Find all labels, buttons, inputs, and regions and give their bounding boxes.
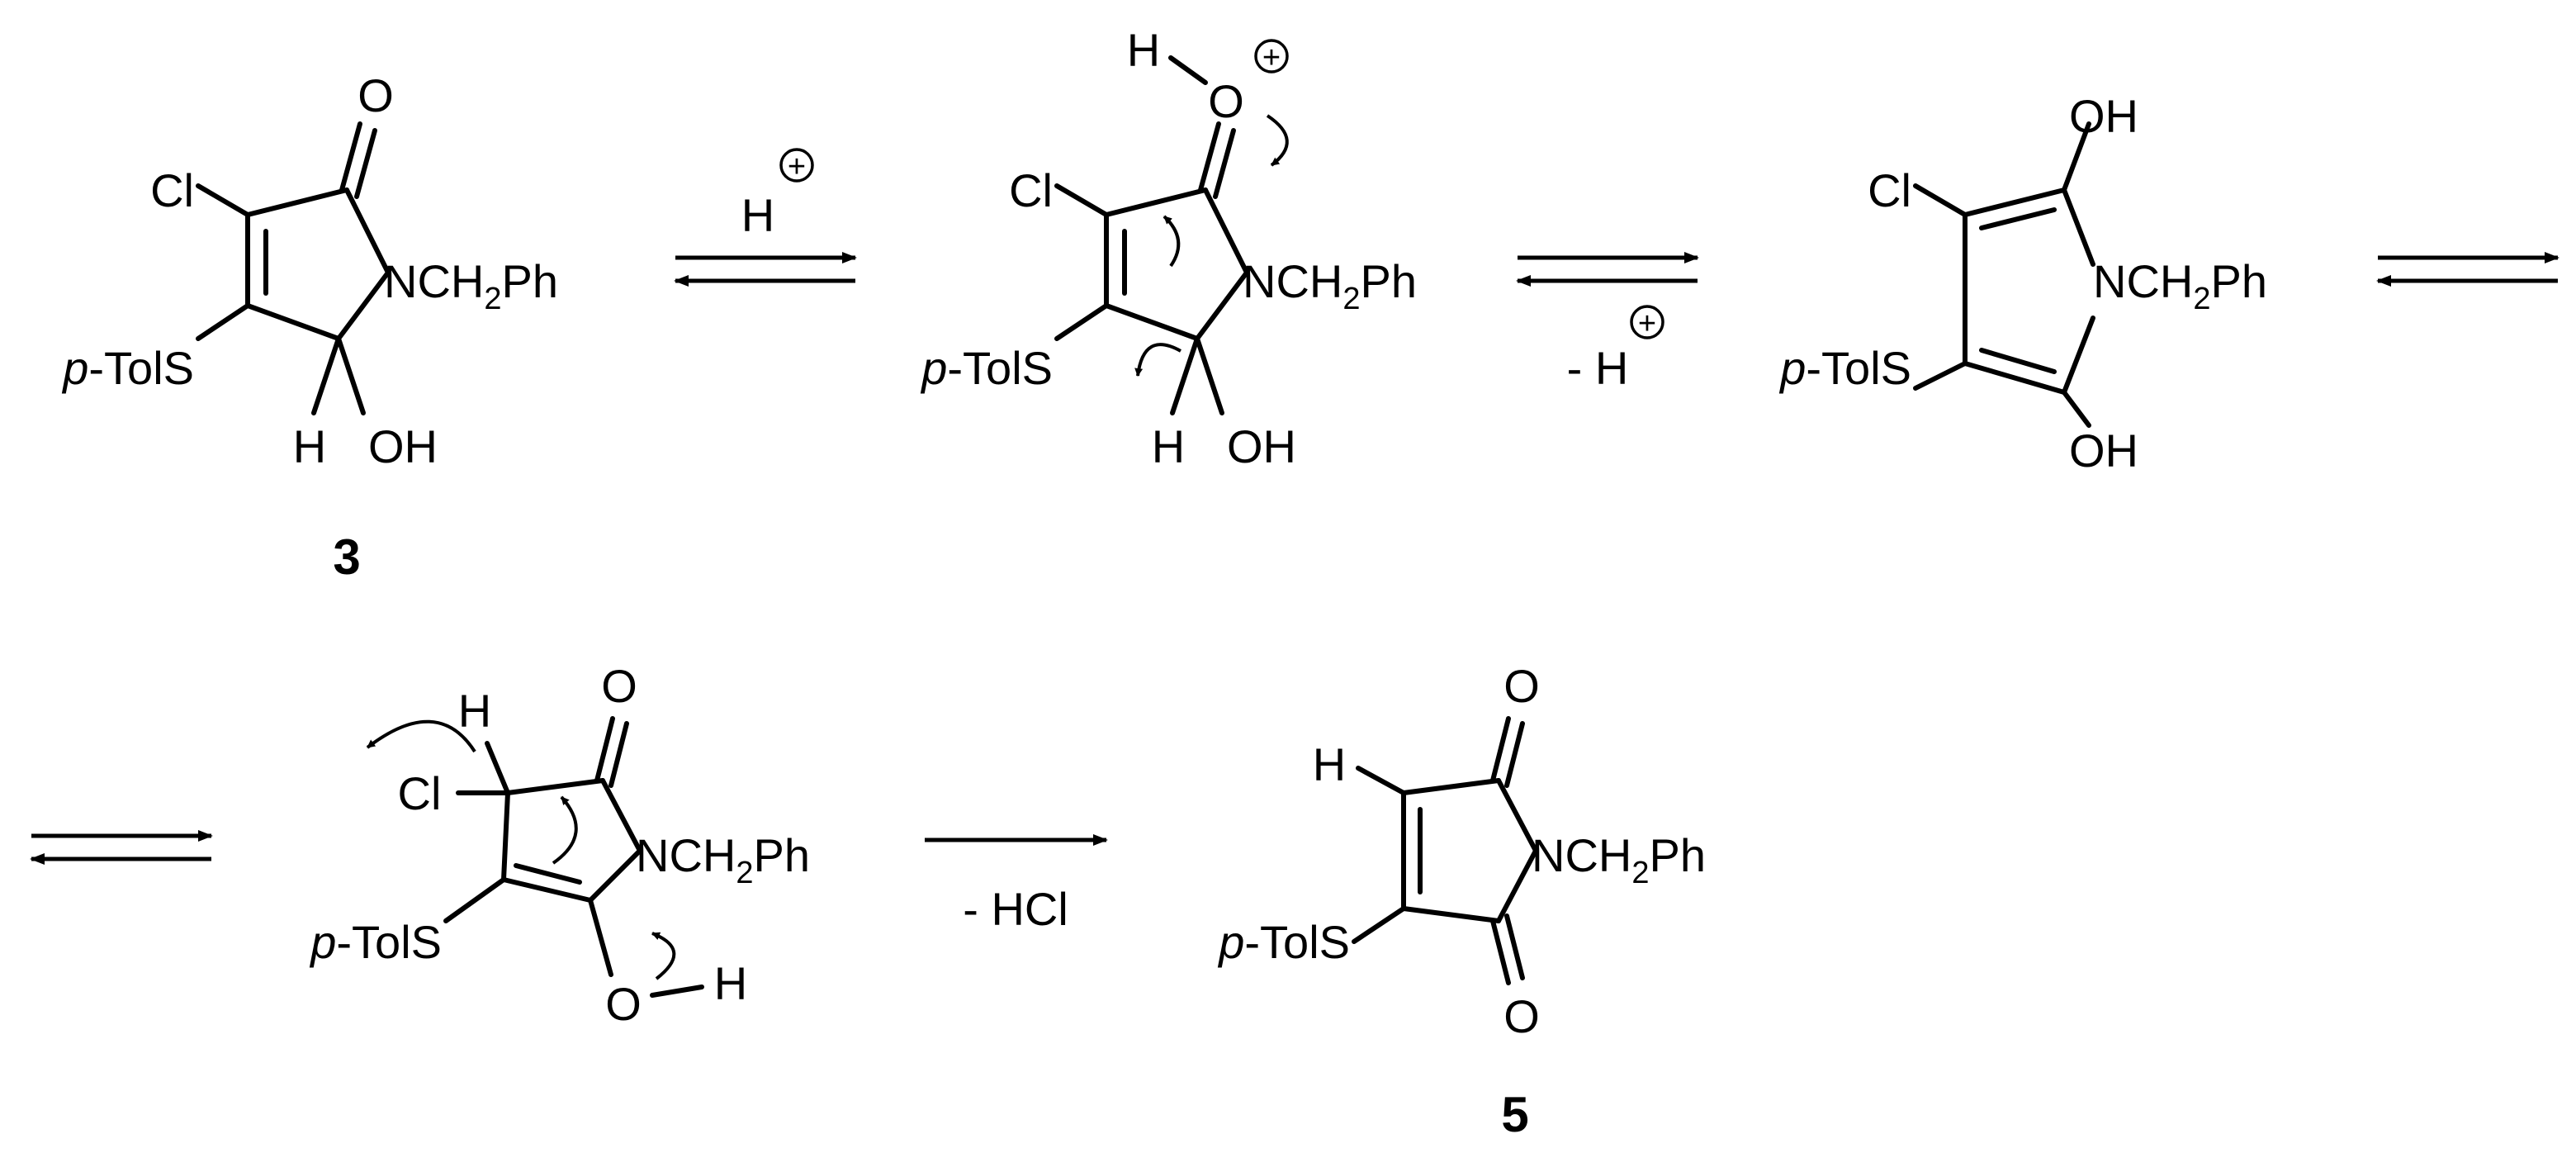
p-tolylthio-label: p-TolS: [61, 342, 194, 394]
carbonyl-oxygen-label: O: [358, 69, 394, 121]
reagent-proton-label: H: [741, 189, 774, 241]
p-tolylthio-label: p-TolS: [1217, 916, 1350, 968]
chlorine-label: Cl: [150, 164, 194, 216]
curly-arrow-chloride-loss: [366, 719, 476, 753]
n-benzyl-label: NCH2Ph: [384, 255, 558, 316]
carbonyl-oxygen-bottom-label: O: [1503, 990, 1540, 1042]
carbonyl-oxygen-top-label: O: [1503, 660, 1540, 712]
equilibrium-arrow-2: - H +: [1516, 252, 1699, 394]
equilibrium-arrow-3: [2376, 252, 2559, 287]
p-tolylthio-label: p-TolS: [309, 916, 442, 968]
curly-arrow-oh: [651, 932, 676, 980]
molecule-protonated-lactam: H O + Cl NCH2Ph p-TolS H OH: [920, 24, 1417, 472]
hydroxyl-label: OH: [1227, 420, 1296, 472]
curly-arrow-ch: [1134, 343, 1181, 377]
plus-charge-symbol: +: [788, 149, 806, 184]
p-tolylthio-label: p-TolS: [1778, 342, 1911, 394]
equilibrium-arrow-1: H +: [674, 148, 857, 287]
hydroxyl-label: OH: [368, 420, 438, 472]
compound-label-3: 3: [333, 529, 360, 585]
enol-oxygen-label: O: [605, 978, 642, 1030]
chlorine-label: Cl: [1009, 164, 1053, 216]
molecule-chloro-intermediate: H O Cl NCH2Ph p-TolS O H: [309, 660, 810, 1030]
curly-arrow-enol-alkene: [552, 795, 578, 865]
equilibrium-arrow-4: [30, 830, 213, 865]
reagent-hcl-elimination-label: - HCl: [963, 883, 1068, 935]
molecule-dihydroxypyrrole: OH Cl NCH2Ph p-TolS OH: [1778, 90, 2267, 477]
molecule-3-hydroxylactam: O Cl NCH2Ph p-TolS H OH 3: [61, 69, 558, 585]
oxonium-plus-charge-icon: [1254, 39, 1289, 74]
oxonium-hydrogen-label: H: [1127, 24, 1160, 76]
carbonyl-oxygen-label: O: [601, 660, 637, 712]
compound-label-5: 5: [1501, 1087, 1528, 1142]
n-benzyl-label: NCH2Ph: [2093, 255, 2267, 316]
molecule-5-maleimide: H O NCH2Ph p-TolS O 5: [1217, 660, 1706, 1142]
vinyl-hydrogen-label: H: [1313, 738, 1346, 790]
plus-charge-symbol: +: [1638, 306, 1656, 341]
curly-arrow-oxonium: [1266, 114, 1289, 167]
hydrogen-label: H: [1152, 420, 1185, 472]
hydroxyl-bottom-label: OH: [2069, 425, 2138, 477]
plus-charge-icon: [779, 148, 814, 183]
enol-hydrogen-label: H: [714, 957, 747, 1009]
p-tolylthio-label: p-TolS: [920, 342, 1053, 394]
n-benzyl-label: NCH2Ph: [636, 829, 810, 890]
chlorine-label: Cl: [1868, 164, 1911, 216]
chlorine-label: Cl: [398, 767, 442, 819]
n-benzyl-label: NCH2Ph: [1532, 829, 1706, 890]
oxonium-oxygen-label: O: [1208, 75, 1244, 127]
curly-arrow-alkene: [1163, 215, 1181, 268]
n-benzyl-label: NCH2Ph: [1243, 255, 1417, 316]
reagent-deprotonation-label: - H: [1567, 342, 1629, 394]
hydroxyl-top-label: OH: [2069, 90, 2138, 142]
hydrogen-label: H: [293, 420, 326, 472]
forward-arrow: - HCl: [925, 834, 1108, 935]
alpha-hydrogen-label: H: [458, 685, 491, 737]
oxonium-plus-symbol: +: [1262, 40, 1281, 75]
plus-charge-icon: [1630, 305, 1664, 339]
